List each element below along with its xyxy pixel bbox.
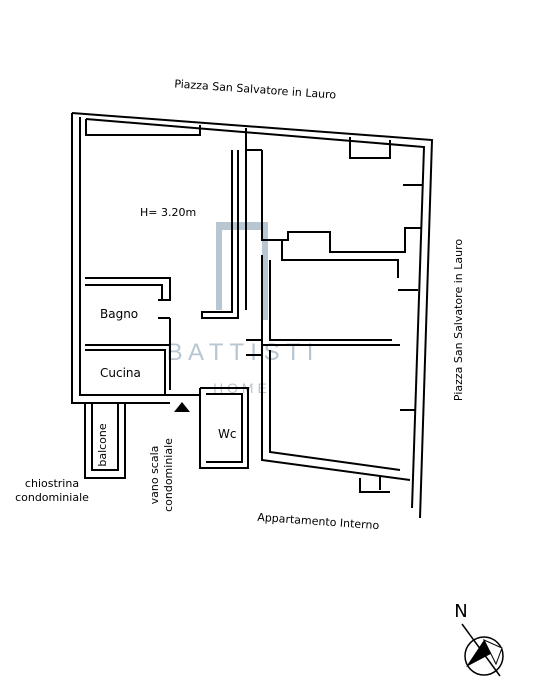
chiostrina-label-2: condominiale (15, 491, 89, 504)
compass-icon: N (454, 601, 504, 677)
vano-label-2: condominiale (162, 438, 175, 512)
outer-walls (71, 112, 434, 519)
street-label-top: Piazza San Salvatore in Lauro (174, 77, 337, 101)
watermark-brand: B A T T I S T I (167, 339, 314, 366)
balcone-label: balcone (96, 423, 109, 467)
room-label-wc: Wc (218, 427, 236, 441)
stair-arrow-icon (174, 402, 190, 412)
room-label-cucina: Cucina (100, 366, 141, 380)
room-label-bagno: Bagno (100, 307, 138, 321)
interior-walls (84, 128, 422, 493)
watermark-logo: B A T T I S T I H O M E (167, 222, 314, 396)
height-label: H= 3.20m (140, 206, 196, 219)
appartamento-label: Appartamento Interno (257, 511, 380, 533)
chiostrina-label-1: chiostrina (25, 477, 79, 490)
street-label-right: Piazza San Salvatore in Lauro (452, 239, 465, 401)
vano-label-1: vano scala (148, 446, 161, 505)
compass-north-label: N (454, 601, 467, 622)
